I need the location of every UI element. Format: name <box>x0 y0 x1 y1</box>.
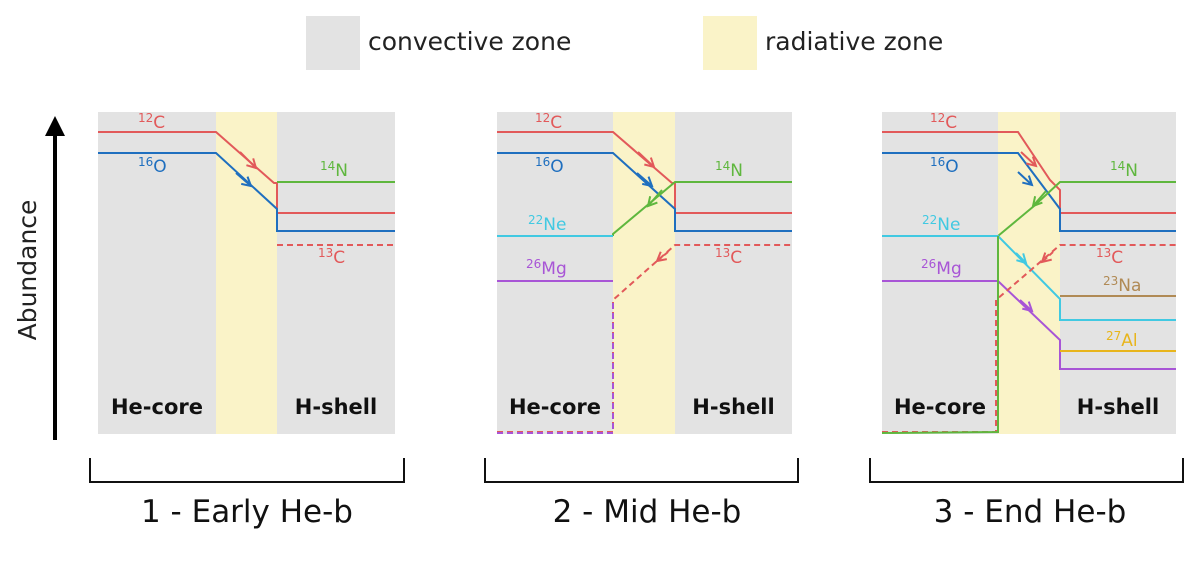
arrow-14n <box>1031 196 1043 208</box>
panel-2: 12C 16O 14N 22Ne 26Mg 13C He-core H-shell 2 - Mi… <box>484 111 799 530</box>
line-16o <box>882 152 1176 232</box>
legend: convective zone radiative zone <box>306 16 943 70</box>
he-core-convective-zone <box>98 112 216 434</box>
panel-1: 12C 16O 14N 13C He-core H-shell 1 - Early He-b <box>89 111 405 530</box>
h-shell-label: H-shell <box>295 395 377 419</box>
radiative-zone <box>998 112 1060 434</box>
legend-convective-label: convective zone <box>368 27 571 56</box>
line-16o <box>98 152 395 232</box>
arrow-12c-shaft <box>239 151 257 169</box>
arrow-16o-shaft <box>235 172 252 187</box>
label-13c: 13C <box>318 246 345 268</box>
arrow-12c <box>246 158 258 170</box>
y-axis-label: Abundance <box>13 200 42 341</box>
label-14n: 14N <box>1110 159 1138 181</box>
y-axis-arrowhead <box>45 116 65 136</box>
y-axis: Abundance <box>13 116 65 440</box>
arrow-22ne-shaft <box>1015 252 1027 264</box>
arrow-13c-shaft <box>1041 251 1054 263</box>
he-core-label: He-core <box>894 395 986 419</box>
label-26mg: 26Mg <box>526 257 567 279</box>
panel-title: 1 - Early He-b <box>141 494 353 530</box>
he-core-label: He-core <box>111 395 203 419</box>
arrow-12c <box>1026 156 1038 168</box>
label-27al: 27Al <box>1106 329 1138 351</box>
line-16o <box>497 152 792 232</box>
line-26mg-core <box>497 300 614 434</box>
arrow-26mg-shaft <box>1019 299 1033 312</box>
label-12c: 12C <box>930 111 957 133</box>
label-12c: 12C <box>535 111 562 133</box>
arrow-14n-shaft <box>1032 190 1047 207</box>
line-14n <box>997 181 1176 237</box>
label-13c: 13C <box>715 246 742 268</box>
panels: 12C 16O 14N 13C He-core H-shell 1 - Early He-b… <box>89 111 1184 530</box>
arrow-14n-shaft <box>647 189 663 207</box>
arrow-14n <box>646 196 658 208</box>
panel-bracket <box>89 458 405 483</box>
h-shell-convective-zone <box>675 112 792 434</box>
label-14n: 14N <box>320 159 348 181</box>
legend-radiative-label: radiative zone <box>765 27 943 56</box>
legend-convective-swatch <box>306 16 360 70</box>
line-12c <box>98 131 395 214</box>
he-core-convective-zone <box>497 112 613 434</box>
arrow-12c-shaft <box>1020 151 1037 167</box>
arrow-22ne <box>1016 253 1028 265</box>
label-16o: 16O <box>535 155 564 177</box>
arrow-26mg <box>1022 301 1034 313</box>
h-shell-label: H-shell <box>1077 395 1159 419</box>
arrow-12c <box>644 157 656 169</box>
label-13c: 13C <box>1096 246 1123 268</box>
line-26mg <box>882 280 1176 370</box>
line-14n-core <box>881 236 999 434</box>
legend-radiative-swatch <box>703 16 757 70</box>
line-22ne <box>882 235 1176 321</box>
panel-bracket <box>869 458 1184 483</box>
arrow-16o <box>1022 175 1034 187</box>
arrow-16o-shaft <box>1017 171 1033 186</box>
label-22ne: 22Ne <box>528 213 566 235</box>
arrow-16o <box>241 176 253 188</box>
arrow-16o <box>642 176 654 188</box>
arrow-13c <box>1040 252 1052 264</box>
label-23na: 23Na <box>1103 274 1141 296</box>
label-14n: 14N <box>715 159 743 181</box>
arrow-13c <box>655 251 668 263</box>
he-core-label: He-core <box>509 395 601 419</box>
he-core-convective-zone <box>882 112 998 434</box>
arrow-13c-shaft <box>656 251 669 262</box>
arrow-12c-shaft <box>637 151 655 168</box>
label-12c: 12C <box>138 111 165 133</box>
line-12c <box>882 131 1176 214</box>
label-26mg: 26Mg <box>921 257 962 279</box>
h-shell-convective-zone <box>1060 112 1176 434</box>
label-22ne: 22Ne <box>922 213 960 235</box>
label-16o: 16O <box>930 155 959 177</box>
label-16o: 16O <box>138 155 167 177</box>
h-shell-convective-zone <box>277 112 395 434</box>
panel-title: 2 - Mid He-b <box>553 494 742 530</box>
radiative-zone <box>613 112 675 434</box>
arrow-16o-shaft <box>636 172 653 187</box>
panel-title: 3 - End He-b <box>934 494 1127 530</box>
panel-bracket <box>484 458 799 483</box>
h-shell-label: H-shell <box>692 395 774 419</box>
